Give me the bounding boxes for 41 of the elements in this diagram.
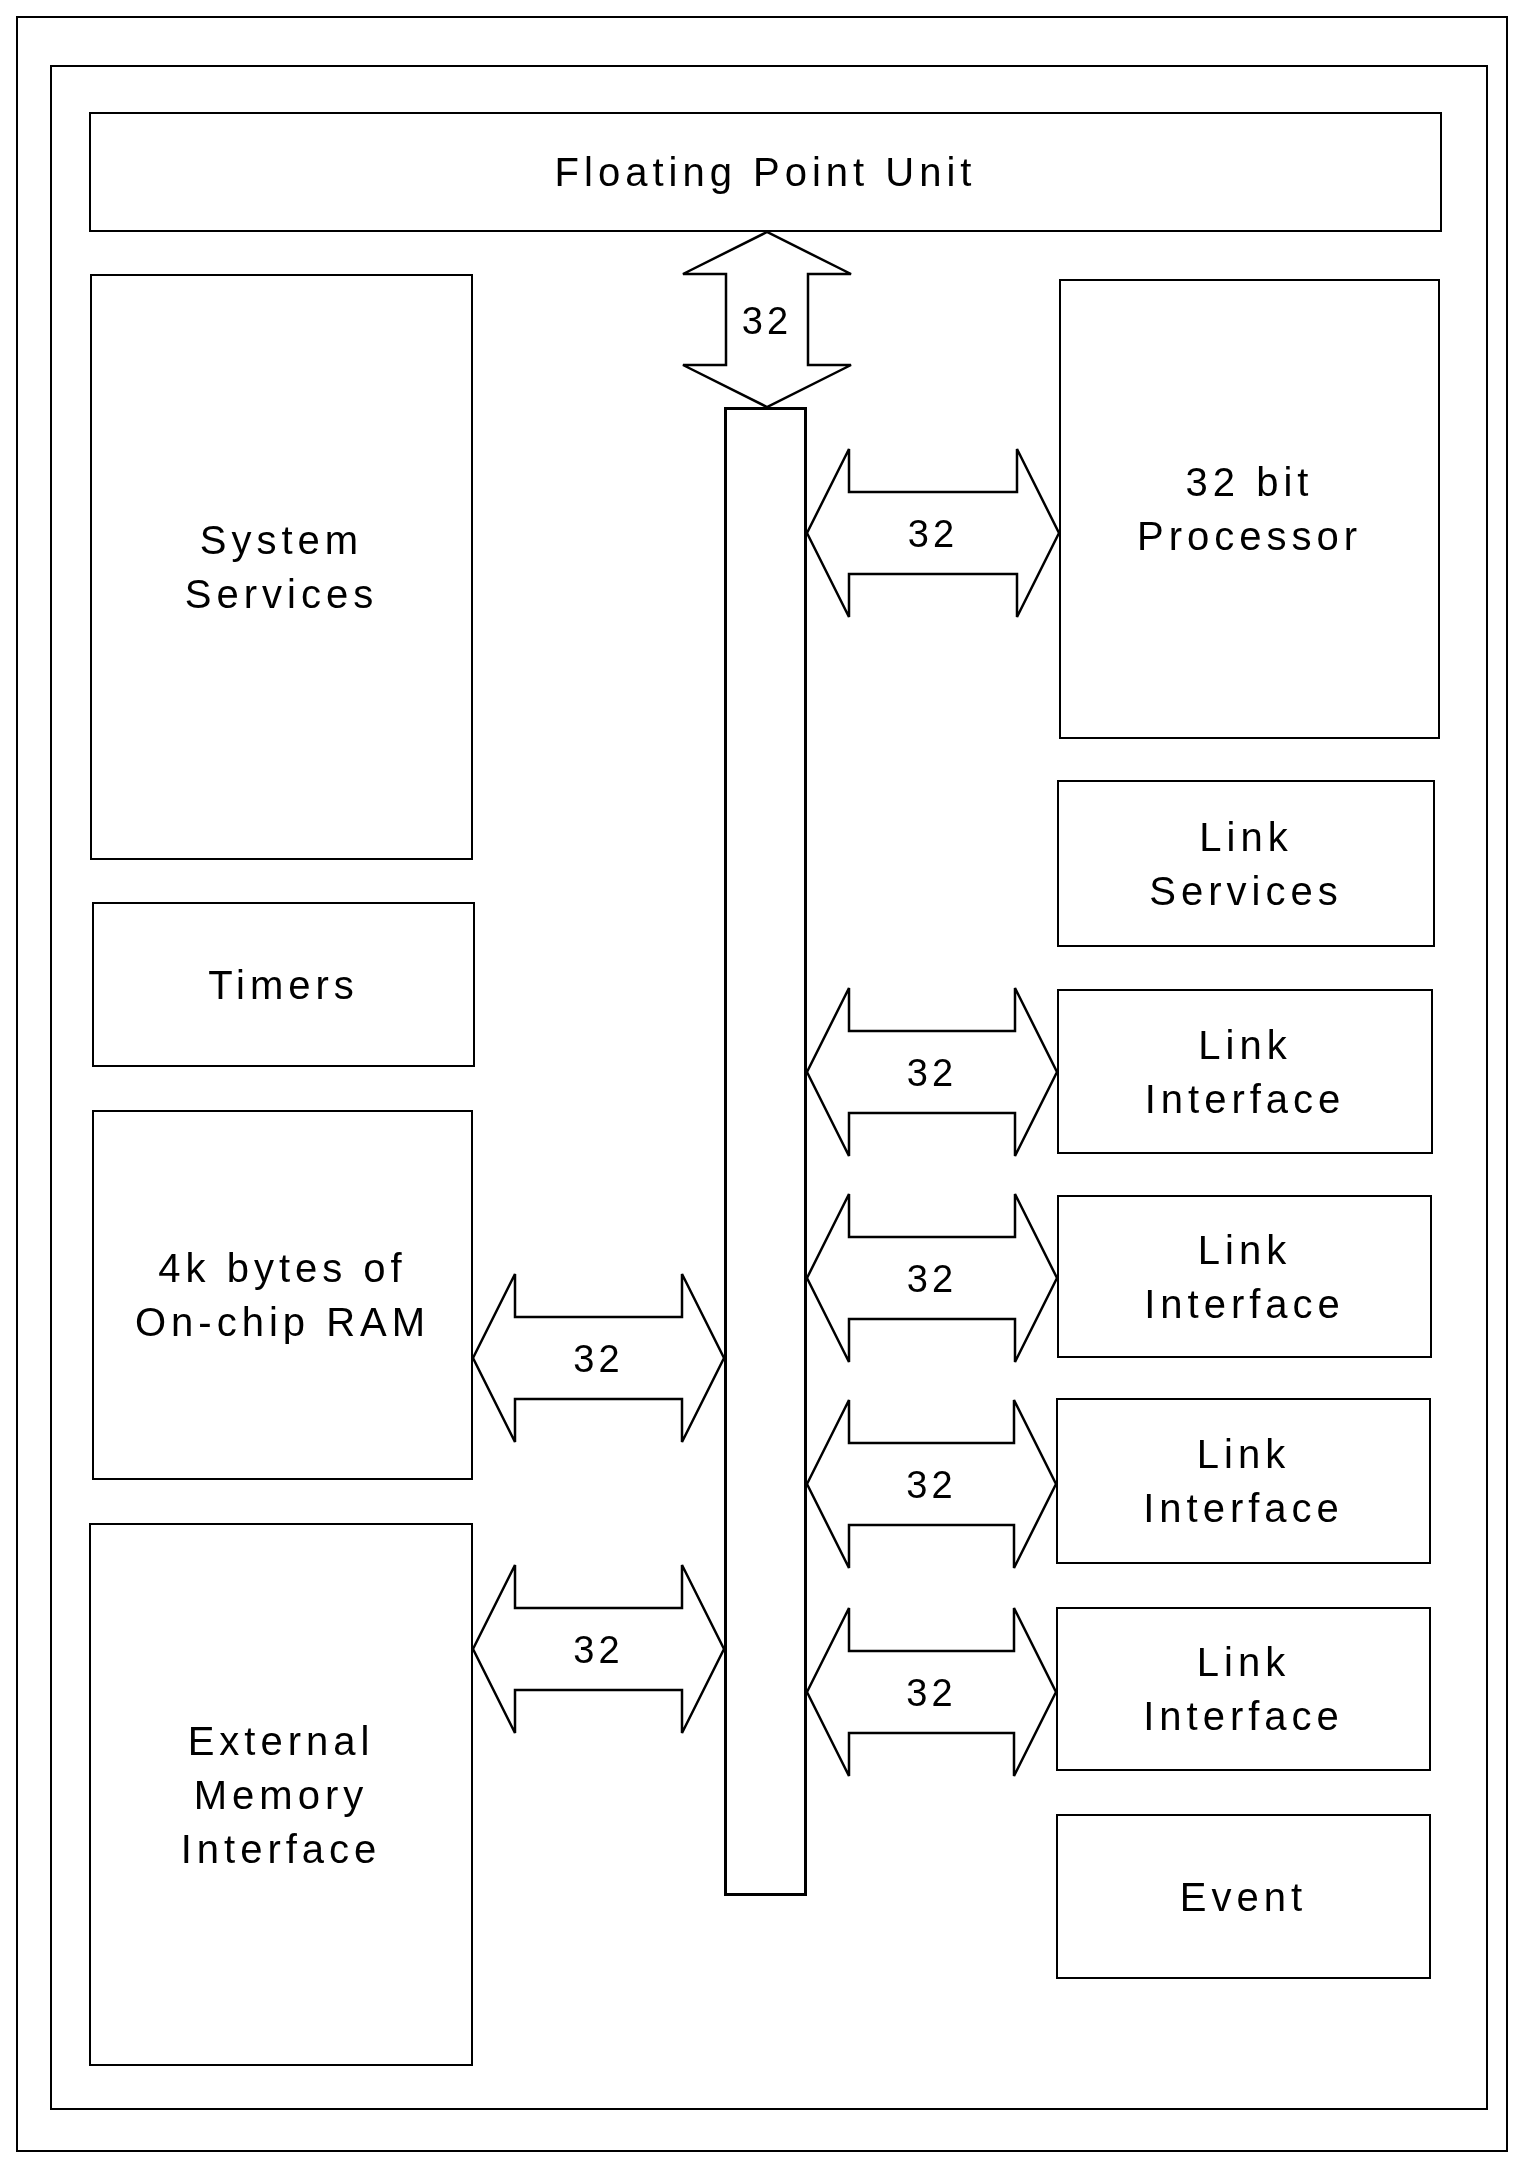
block-box	[89, 1523, 473, 2066]
block-box	[1057, 780, 1435, 947]
block-label: Link Interface	[1142, 1431, 1345, 1532]
bus-arrow	[681, 230, 853, 409]
bus-arrow	[805, 1398, 1058, 1570]
block-box	[1059, 279, 1440, 739]
bus-arrow	[805, 447, 1061, 619]
edge-label: 32	[906, 1258, 958, 1300]
edge-label: 32	[741, 299, 793, 342]
edge-label: 32	[573, 1338, 624, 1380]
block-label: Event	[1178, 1873, 1309, 1921]
block-label: Link Services	[1148, 813, 1344, 915]
bus-bar	[724, 407, 807, 1896]
bus-arrow	[471, 1563, 726, 1735]
block-label: Link Interface	[1143, 1021, 1347, 1123]
block-label: System Services	[183, 517, 380, 618]
block-box	[1056, 1398, 1431, 1564]
edge-label: 32	[906, 1672, 957, 1714]
edge-label: 32	[906, 1464, 957, 1506]
bus-arrow	[805, 1606, 1058, 1778]
block-box	[1056, 1607, 1431, 1771]
block-box	[92, 902, 475, 1067]
block-label: 4k bytes of On-chip RAM	[133, 1245, 432, 1346]
block-box	[92, 1110, 473, 1480]
block-label: 32 bit Processor	[1135, 459, 1364, 560]
block-box	[1056, 1814, 1431, 1979]
edge-label: 32	[573, 1629, 624, 1671]
block-box	[89, 112, 1442, 232]
edge-label: 32	[906, 1052, 958, 1094]
block-box	[1057, 1195, 1432, 1358]
block-label: Link Interface	[1142, 1639, 1345, 1740]
bus-arrow	[805, 1192, 1059, 1364]
block-label: Link Interface	[1143, 1226, 1346, 1328]
bus-arrow	[805, 986, 1059, 1158]
block-label: Floating Point Unit	[553, 149, 978, 196]
block-box	[1057, 989, 1433, 1154]
bus-arrow	[471, 1272, 726, 1444]
block-label: External Memory Interface	[179, 1717, 383, 1873]
block-label: Timers	[207, 961, 360, 1009]
edge-label: 32	[907, 513, 959, 555]
block-box	[90, 274, 473, 860]
